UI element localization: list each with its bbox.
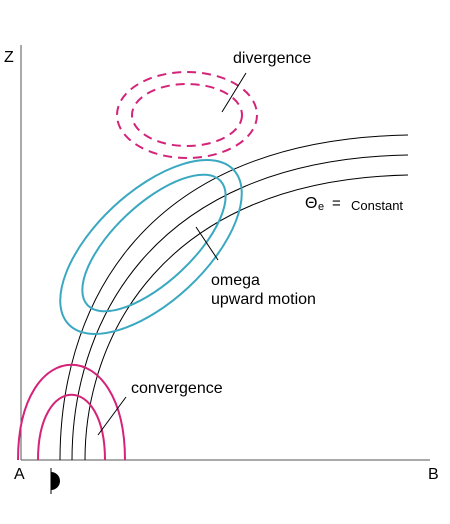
omega-outer-ellipse [59, 159, 243, 335]
station-marker-icon [51, 472, 60, 490]
theta-subscript: e [318, 201, 324, 213]
theta-value: Constant [351, 198, 403, 213]
z-axis-label: Z [4, 49, 14, 66]
theta-e-constant-label: Θ e = Constant [305, 195, 403, 213]
omega-inner-ellipse [81, 173, 227, 313]
origin-label-a: A [14, 466, 25, 483]
divergence-leader [221, 72, 247, 113]
theta-symbol: Θ [305, 195, 317, 212]
divergence-inner-ellipse [131, 83, 243, 147]
convergence-leader [97, 396, 127, 436]
convergence-outer-arch [17, 364, 126, 461]
divergence-outer-ellipse [116, 71, 258, 159]
theta-e-line-3 [84, 174, 409, 461]
omega-label-line1: omega [211, 272, 260, 289]
theta-e-line-1 [59, 134, 409, 461]
omega-label-line2: upward motion [211, 291, 316, 308]
convergence-inner-arch [37, 393, 106, 461]
convergence-label: convergence [131, 380, 223, 397]
omega-leader [195, 226, 219, 261]
theta-equals: = [332, 195, 341, 212]
divergence-label: divergence [233, 50, 311, 67]
theta-e-line-2 [71, 154, 409, 461]
axis-end-label-b: B [428, 466, 439, 483]
